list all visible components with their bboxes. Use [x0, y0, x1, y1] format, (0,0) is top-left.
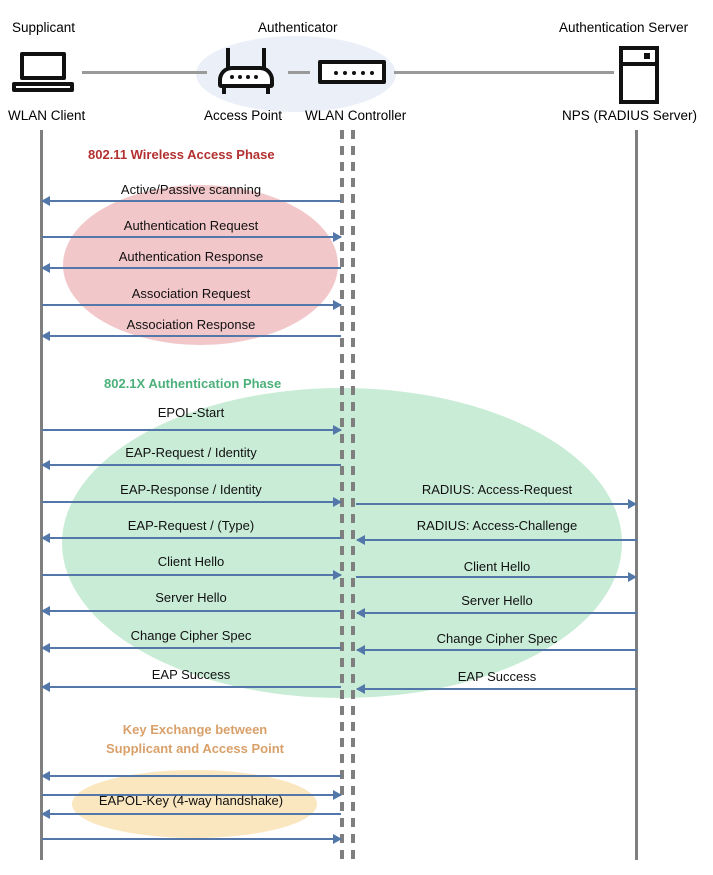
actor-role-authentication-server: Authentication Server — [559, 20, 689, 35]
lifeline-frame — [40, 130, 638, 860]
message-arrow — [356, 572, 637, 582]
message-arrow — [41, 643, 341, 653]
message-arrow — [42, 497, 342, 507]
message-label: RADIUS: Access-Request — [421, 482, 573, 497]
wlan-controller-leds — [334, 71, 374, 75]
message-label: Change Cipher Spec — [130, 628, 252, 643]
laptop-base — [12, 82, 74, 92]
message-arrow — [356, 684, 637, 694]
message-label: Association Request — [131, 286, 251, 301]
message-arrow — [42, 300, 342, 310]
antenna-left — [226, 48, 230, 68]
server-indicator — [644, 53, 650, 59]
access-point-foot-right — [266, 86, 270, 94]
message-arrow — [356, 608, 637, 618]
server-bay-divider — [623, 62, 655, 66]
message-label: Change Cipher Spec — [436, 631, 558, 646]
message-label: Server Hello — [155, 590, 227, 605]
phase-title-dot1x: 802.1X Authentication Phase — [104, 376, 282, 391]
message-arrow — [41, 771, 341, 781]
message-label: Authentication Request — [123, 218, 259, 233]
laptop-screen — [20, 52, 66, 80]
phase-title-key-exchange-line2: Supplicant and Access Point — [106, 741, 284, 756]
lifeline-authenticator-a — [340, 130, 344, 860]
actor-device-nps-radius-server: NPS (RADIUS Server) — [562, 108, 698, 123]
actor-role-authenticator: Authenticator — [258, 20, 338, 35]
actor-device-wlan-controller: WLAN Controller — [305, 108, 407, 123]
message-label: Active/Passive scanning — [120, 182, 262, 197]
message-arrow — [41, 606, 341, 616]
actor-device-access-point: Access Point — [204, 108, 283, 123]
message-arrow — [42, 570, 342, 580]
wire-ap-to-controller — [288, 71, 310, 74]
access-point-icon — [218, 48, 274, 94]
message-arrow — [356, 499, 637, 509]
message-label: EAP Success — [457, 669, 537, 684]
message-label: EPOL-Start — [157, 405, 225, 420]
phase-title-key-exchange-line1: Key Exchange between — [122, 722, 268, 737]
message-label: EAPOL-Key (4-way handshake) — [98, 793, 284, 808]
wire-controller-to-server — [394, 71, 614, 74]
message-arrow — [41, 682, 341, 692]
actor-device-wlan-client: WLAN Client — [8, 108, 86, 123]
server-icon — [619, 46, 659, 104]
message-arrow — [41, 460, 341, 470]
lifeline-authenticator-b — [351, 130, 355, 860]
message-arrow — [356, 535, 637, 545]
wlan-controller-icon — [318, 60, 386, 84]
message-arrow — [41, 196, 341, 206]
message-arrow — [42, 834, 342, 844]
wire-client-to-ap — [82, 71, 207, 74]
message-label: EAP-Response / Identity — [120, 482, 262, 497]
laptop-icon — [12, 52, 74, 92]
message-arrow — [42, 790, 342, 800]
message-label: Client Hello — [157, 554, 225, 569]
message-arrow — [41, 809, 341, 819]
phase-ellipse-wireless-access — [63, 185, 338, 345]
message-label: RADIUS: Access-Challenge — [416, 518, 578, 533]
message-label: Server Hello — [461, 593, 533, 608]
message-arrow — [41, 533, 341, 543]
message-arrow — [42, 232, 342, 242]
message-arrow — [356, 645, 637, 655]
message-label: Association Response — [126, 317, 256, 332]
message-arrow — [42, 425, 342, 435]
phase-ellipse-key-exchange — [72, 770, 317, 838]
access-point-leds — [230, 75, 258, 79]
message-arrow — [41, 263, 341, 273]
message-label: EAP Success — [151, 667, 231, 682]
message-label: EAP-Request / Identity — [125, 445, 257, 460]
message-label: EAP-Request / (Type) — [127, 518, 255, 533]
phase-title-wireless-access: 802.11 Wireless Access Phase — [88, 147, 275, 162]
message-label: Client Hello — [463, 559, 531, 574]
access-point-foot-left — [222, 86, 226, 94]
actor-role-supplicant: Supplicant — [12, 20, 76, 35]
antenna-right — [262, 48, 266, 68]
message-label: Authentication Response — [118, 249, 264, 264]
message-arrow — [41, 331, 341, 341]
